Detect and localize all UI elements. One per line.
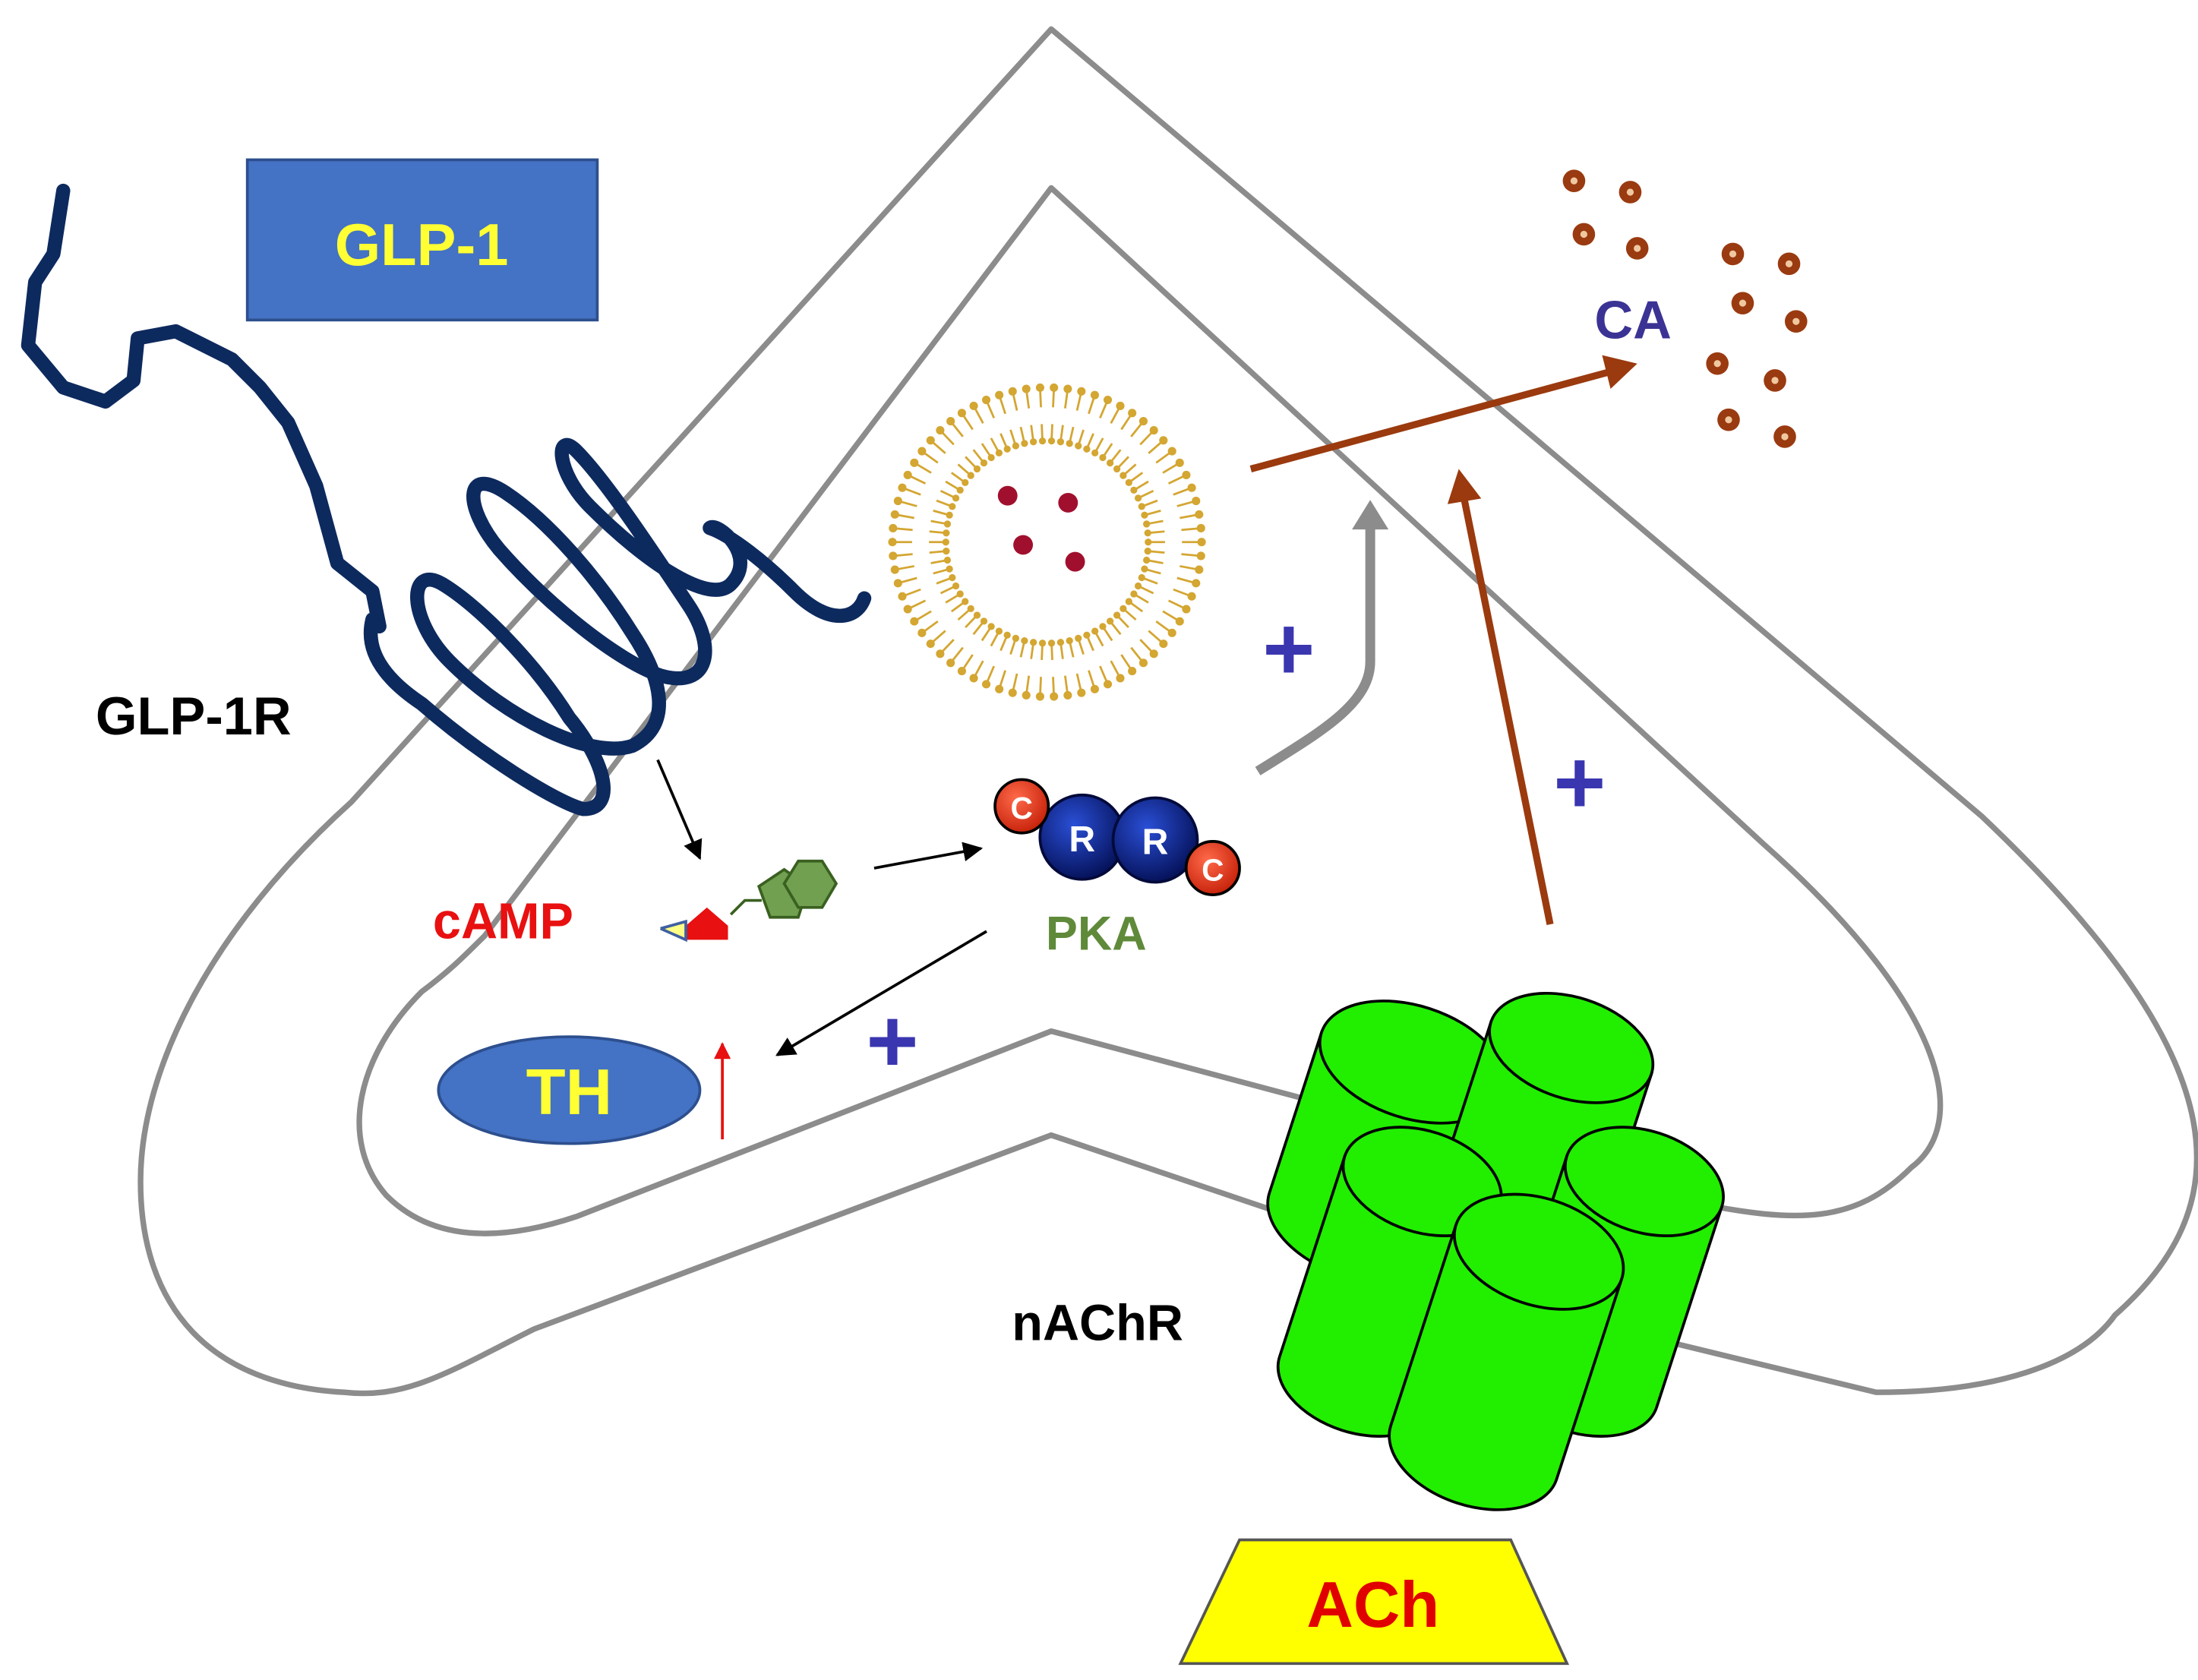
vesicle-ca-granule [1058,492,1078,513]
camp-label: cAMP [433,894,573,950]
ion-channel-icon [1266,991,1725,1511]
pka-r2-label: R [1142,822,1169,863]
pka-c1-label: C [1011,791,1033,826]
arrow-camp-to-pka [873,842,984,870]
glp1-box: GLP-1 [245,158,599,322]
plus-sign-vesicle: + [1262,599,1315,699]
nachr-to-release-arrow [1447,469,1554,925]
plus-sign-th: + [866,991,918,1091]
inner-membrane [356,185,1944,1236]
plus-sign-nachr: + [1553,733,1606,833]
th-label: TH [526,1056,612,1129]
vesicle-ca-granule [1013,535,1034,555]
ach-label: ACh [1306,1569,1439,1641]
pka-to-release-arrow [1255,500,1389,775]
pka-complex-icon: R R C C [993,778,1241,897]
gpcr-receptor-icon [21,183,872,816]
vesicle-ca-granule [1065,551,1085,572]
pka-c2-label: C [1202,853,1224,888]
camp-molecule-icon [659,859,838,943]
glp1r-label: GLP-1R [96,686,292,746]
pka-r1-label: R [1069,819,1095,860]
glp1-label: GLP-1 [335,213,509,278]
exocytosis-arrow [1249,355,1637,472]
arrow-receptor-to-camp [656,759,703,861]
arrow-pka-to-th [775,930,987,1056]
vesicle-icon [888,383,1206,701]
ca-granules [1562,169,1808,448]
outer-membrane [137,26,2198,1397]
ach-ligand: ACh [1178,1538,1570,1666]
pka-label: PKA [1046,907,1147,960]
vesicle-ca-granule [997,485,1018,506]
nachr-label: nAChR [1012,1296,1183,1352]
nachr-subunit [1388,1192,1625,1511]
ca-label: CA [1594,289,1672,349]
th-enzyme: TH [437,1035,702,1145]
cell-membrane [137,26,2198,1397]
